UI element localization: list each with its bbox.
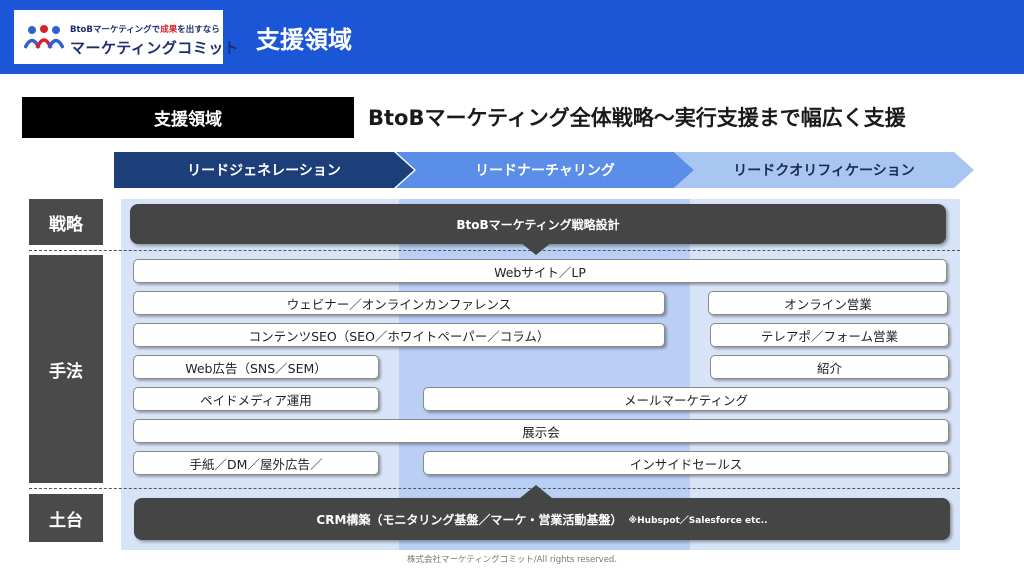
logo-tagline: BtoBマーケティングで成果を出すなら (70, 25, 220, 35)
page-title: 支援領域 (256, 26, 352, 54)
people-icon (24, 25, 64, 49)
section-label: 支援領域 (22, 97, 354, 138)
phase-lead-generation: リードジェネレーション (114, 152, 414, 188)
header-bar: BtoBマーケティングで成果を出すなら マーケティングコミット 支援領域 (0, 0, 1024, 74)
method-tele-appo: テレアポ／フォーム営業 (710, 323, 949, 347)
divider-strategy-method (29, 250, 960, 251)
method-paid-media: ペイドメディア運用 (133, 387, 379, 411)
foundation-up-arrow (520, 485, 552, 498)
method-inside-sales: インサイドセールス (423, 451, 949, 475)
method-online-sales: オンライン営業 (708, 291, 948, 315)
method-mail-marketing: メールマーケティング (423, 387, 949, 411)
divider-method-foundation (29, 488, 960, 489)
crm-label: CRM構築（モニタリング基盤／マーケ・営業活動基盤） (316, 512, 623, 527)
method-contents-seo: コンテンツSEO（SEO／ホワイトペーパー／コラム） (133, 323, 665, 347)
method-web-ads: Web広告（SNS／SEM） (133, 355, 379, 379)
phase-lead-qualification: リードクオリフィケーション (674, 152, 974, 188)
phase-lead-nurturing: リードナーチャリング (396, 152, 694, 188)
company-logo[interactable]: BtoBマーケティングで成果を出すなら マーケティングコミット (14, 10, 239, 64)
category-method: 手法 (29, 255, 103, 483)
category-strategy: 戦略 (29, 199, 103, 245)
method-referral: 紹介 (710, 355, 949, 379)
method-web-site: Webサイト／LP (133, 259, 947, 283)
strategy-design-bar: BtoBマーケティング戦略設計 (130, 204, 946, 244)
method-offline-ads: 手紙／DM／屋外広告／ (133, 451, 379, 475)
crm-foundation-bar: CRM構築（モニタリング基盤／マーケ・営業活動基盤） ※Hubspot／Sale… (134, 498, 950, 540)
logo-name: マーケティングコミット (70, 39, 240, 57)
section-headline: BtoBマーケティング全体戦略〜実行支援まで幅広く支援 (368, 106, 906, 130)
method-exhibition: 展示会 (133, 419, 949, 443)
category-foundation: 土台 (29, 494, 103, 542)
crm-note: ※Hubspot／Salesforce etc.. (628, 515, 768, 526)
strategy-down-arrow (520, 242, 552, 255)
copyright-footer: 株式会社マーケティングコミット/All rights reserved. (406, 555, 618, 565)
method-webinar: ウェビナー／オンラインカンファレンス (133, 291, 665, 315)
